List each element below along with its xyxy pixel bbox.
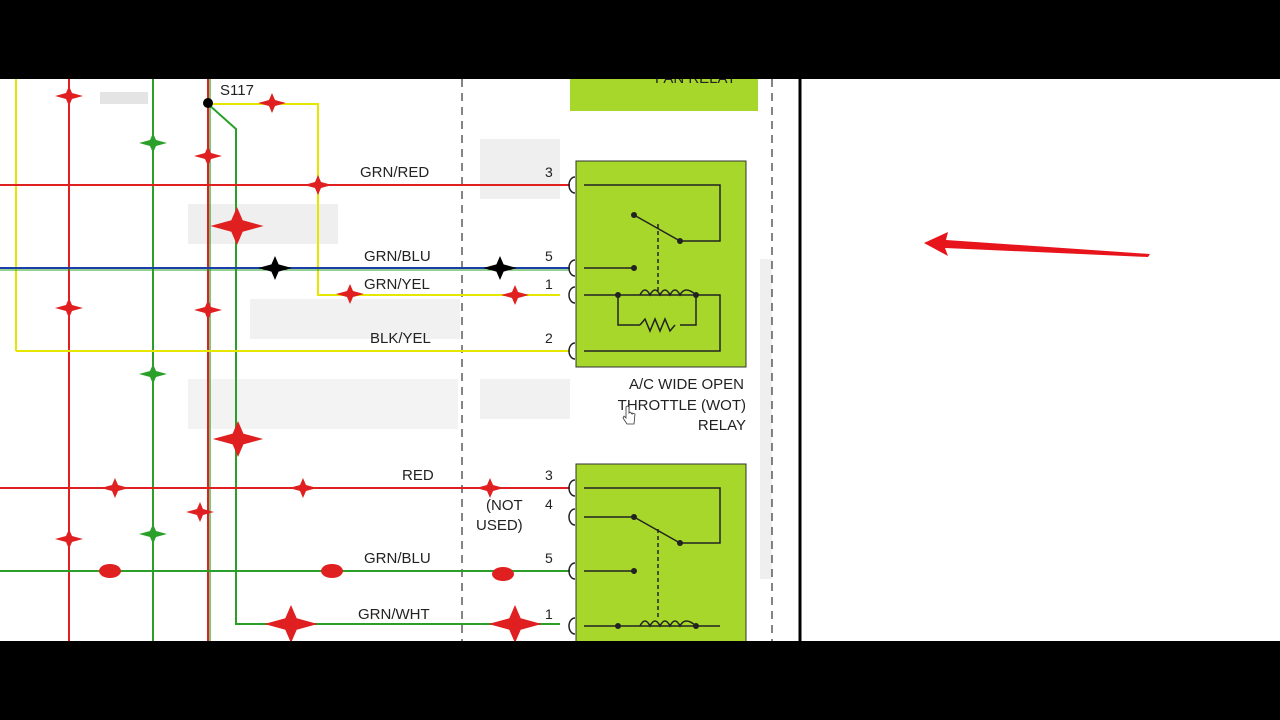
fan-relay-label: FAN RELAY [655,79,736,87]
red-star [488,604,542,641]
relay1-pin-3: 3 [545,164,553,180]
red-star [289,478,317,498]
black-star [258,256,292,280]
relay2-wire-5-label: GRN/BLU [364,550,431,567]
fan-relay-box [570,79,758,111]
relay2-not-used-line-1: (NOT [486,497,523,514]
hand-cursor-icon [622,405,636,425]
red-star [55,86,83,106]
relay2-wire-3-label: RED [402,467,434,484]
relay1-pin-2: 2 [545,330,553,346]
background-noise [100,92,772,579]
red-arrow-icon [924,232,1150,257]
red-star [194,300,222,320]
green-star [139,364,167,384]
relay2-pin-1: 1 [545,606,553,622]
relay1-wire-2-label: BLK/YEL [370,330,431,347]
relay2-pin-4: 4 [545,496,553,512]
red-star [55,529,83,549]
green-star [139,524,167,544]
red-star [186,502,214,522]
relay1-wire-1-label: GRN/YEL [364,276,430,293]
relay1-pin-1: 1 [545,276,553,292]
wiring-diagram-canvas: S117 FAN RELAY GRN/RED 3 GRN/BLU 5 GRN/Y… [0,79,1280,641]
second-relay [568,463,747,641]
red-star [101,478,129,498]
relay1-caption-line-3: RELAY [698,417,746,434]
top-letterbox [0,0,1280,79]
splice-dot [203,98,213,108]
red-oval [99,564,121,578]
splice-label: S117 [220,82,254,99]
relay2-pin-3: 3 [545,467,553,483]
red-star [210,207,264,245]
red-star [501,285,529,305]
relay1-pin-5: 5 [545,248,553,264]
relay2-not-used-line-2: USED) [476,517,523,534]
red-oval [321,564,343,578]
red-star [476,478,504,498]
red-star [258,93,286,113]
relay1-wire-3-label: GRN/RED [360,164,429,181]
green-star [139,133,167,153]
star-markers [55,86,542,641]
red-star [194,146,222,166]
red-oval [492,567,514,581]
red-star [264,604,318,641]
red-star [336,284,364,304]
bottom-letterbox [0,641,1280,720]
ac-wot-relay [568,160,747,368]
red-star [212,421,264,457]
relay1-caption-line-2: THROTTLE (WOT) [618,397,746,414]
relay1-caption-line-1: A/C WIDE OPEN [629,376,744,393]
red-star [55,298,83,318]
red-star [304,175,332,195]
relay2-pin-5: 5 [545,550,553,566]
relay2-wire-1-label: GRN/WHT [358,606,430,623]
relay1-wire-5-label: GRN/BLU [364,248,431,265]
vertical-wires [15,79,560,641]
black-star [483,256,517,280]
